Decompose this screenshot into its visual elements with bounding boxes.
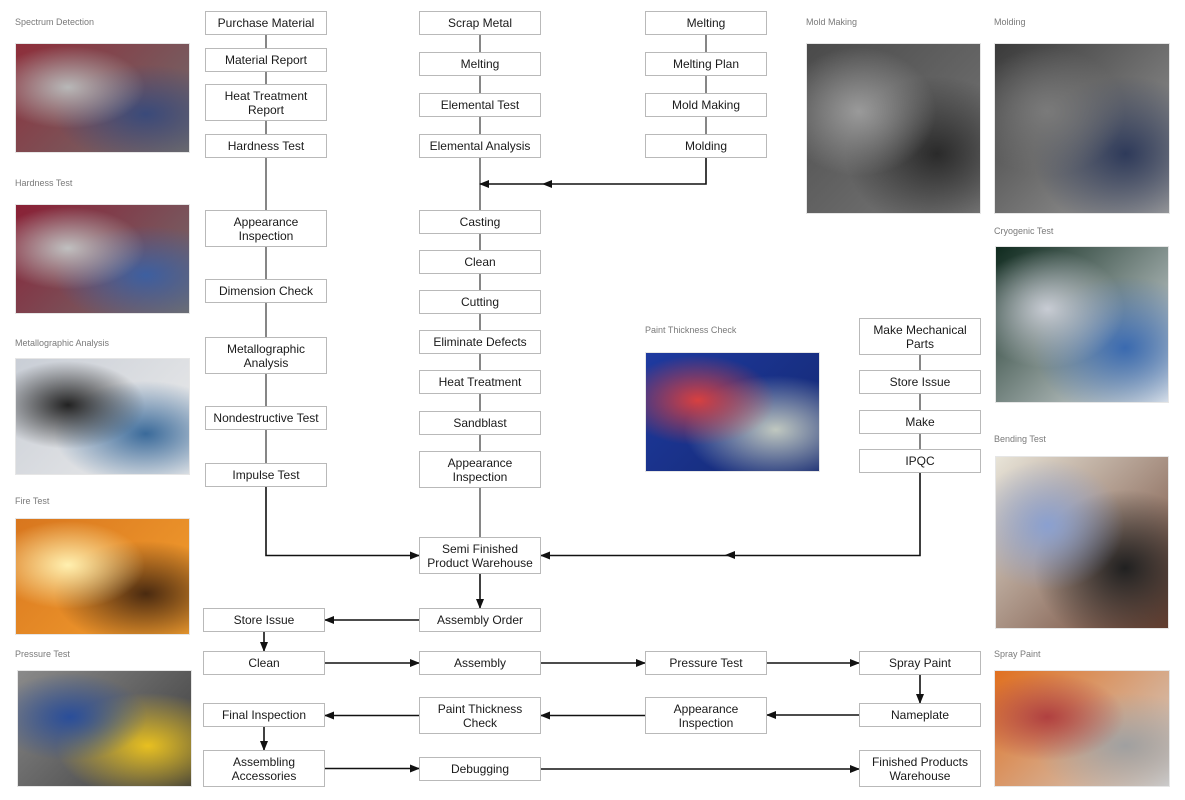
node-make: Make bbox=[859, 410, 981, 434]
node-purchase-material: Purchase Material bbox=[205, 11, 327, 35]
node-molding: Molding bbox=[645, 134, 767, 158]
photo-cryogenic-test bbox=[995, 246, 1169, 403]
node-nameplate: Nameplate bbox=[859, 703, 981, 727]
node-mold-making: Mold Making bbox=[645, 93, 767, 117]
photo-pressure-test bbox=[17, 670, 192, 787]
photo-label-metallographic-analysis: Metallographic Analysis bbox=[15, 338, 110, 348]
photo-fire-test bbox=[15, 518, 190, 635]
arrow-molding-to-casting-icon bbox=[542, 180, 552, 188]
photo-label-mold-making: Mold Making bbox=[806, 17, 858, 27]
node-hardness-test: Hardness Test bbox=[205, 134, 327, 158]
node-dimension-check: Dimension Check bbox=[205, 279, 327, 303]
node-heat-treatment: Heat Treatment bbox=[419, 370, 541, 394]
node-store-issue-1: Store Issue bbox=[859, 370, 981, 394]
node-appearance-inspection-2: Appearance Inspection bbox=[419, 451, 541, 488]
node-assembly-order: Assembly Order bbox=[419, 608, 541, 632]
node-eliminate-defects: Eliminate Defects bbox=[419, 330, 541, 354]
photo-spray-paint bbox=[994, 670, 1170, 787]
node-make-mechanical-parts: Make Mechanical Parts bbox=[859, 318, 981, 355]
photo-paint-thickness-check bbox=[645, 352, 820, 472]
connector-molding-to-casting bbox=[479, 158, 707, 188]
node-final-inspection: Final Inspection bbox=[203, 703, 325, 727]
photo-label-hardness-test: Hardness Test bbox=[15, 178, 73, 188]
node-assembling-accessories: Assembling Accessories bbox=[203, 750, 325, 787]
node-melting-1: Melting bbox=[419, 52, 541, 76]
node-debugging: Debugging bbox=[419, 757, 541, 781]
node-semi-finished-warehouse: Semi Finished Product Warehouse bbox=[419, 537, 541, 574]
photo-label-pressure-test: Pressure Test bbox=[15, 649, 70, 659]
connector-impulse-test-to-semi-finished-warehouse bbox=[265, 487, 420, 560]
node-pressure-test: Pressure Test bbox=[645, 651, 767, 675]
node-finished-products-warehouse: Finished Products Warehouse bbox=[859, 750, 981, 787]
photo-mold-making bbox=[806, 43, 981, 214]
node-heat-treatment-report: Heat Treatment Report bbox=[205, 84, 327, 121]
node-paint-thickness-check: Paint Thickness Check bbox=[419, 697, 541, 734]
node-clean-2: Clean bbox=[203, 651, 325, 675]
photo-label-spectrum-detection: Spectrum Detection bbox=[15, 17, 95, 27]
node-impulse-test: Impulse Test bbox=[205, 463, 327, 487]
node-appearance-inspection-1: Appearance Inspection bbox=[205, 210, 327, 247]
photo-hardness-test bbox=[15, 204, 190, 314]
connector-ipqc-to-semi-finished-warehouse bbox=[540, 473, 921, 560]
photo-label-cryogenic-test: Cryogenic Test bbox=[994, 226, 1054, 236]
node-appearance-inspection-3: Appearance Inspection bbox=[645, 697, 767, 734]
node-store-issue-2: Store Issue bbox=[203, 608, 325, 632]
node-scrap-metal: Scrap Metal bbox=[419, 11, 541, 35]
node-casting: Casting bbox=[419, 210, 541, 234]
node-ipqc: IPQC bbox=[859, 449, 981, 473]
node-melting-plan: Melting Plan bbox=[645, 52, 767, 76]
node-sandblast: Sandblast bbox=[419, 411, 541, 435]
node-metallographic-analysis: Metallographic Analysis bbox=[205, 337, 327, 374]
photo-molding bbox=[994, 43, 1170, 214]
node-nondestructive-test: Nondestructive Test bbox=[205, 406, 327, 430]
photo-label-bending-test: Bending Test bbox=[994, 434, 1046, 444]
photo-metallographic-analysis bbox=[15, 358, 190, 475]
photo-label-fire-test: Fire Test bbox=[15, 496, 50, 506]
photo-spectrum-detection bbox=[15, 43, 190, 153]
node-elemental-analysis: Elemental Analysis bbox=[419, 134, 541, 158]
node-assembly: Assembly bbox=[419, 651, 541, 675]
photo-label-spray-paint: Spray Paint bbox=[994, 649, 1041, 659]
photo-label-paint-thickness-check: Paint Thickness Check bbox=[645, 325, 737, 335]
node-clean-1: Clean bbox=[419, 250, 541, 274]
photo-label-molding: Molding bbox=[994, 17, 1026, 27]
node-elemental-test: Elemental Test bbox=[419, 93, 541, 117]
photo-bending-test bbox=[995, 456, 1169, 629]
node-melting-2: Melting bbox=[645, 11, 767, 35]
arrow-ipqc-to-warehouse-icon bbox=[725, 551, 735, 559]
node-spray-paint: Spray Paint bbox=[859, 651, 981, 675]
node-cutting: Cutting bbox=[419, 290, 541, 314]
node-material-report: Material Report bbox=[205, 48, 327, 72]
